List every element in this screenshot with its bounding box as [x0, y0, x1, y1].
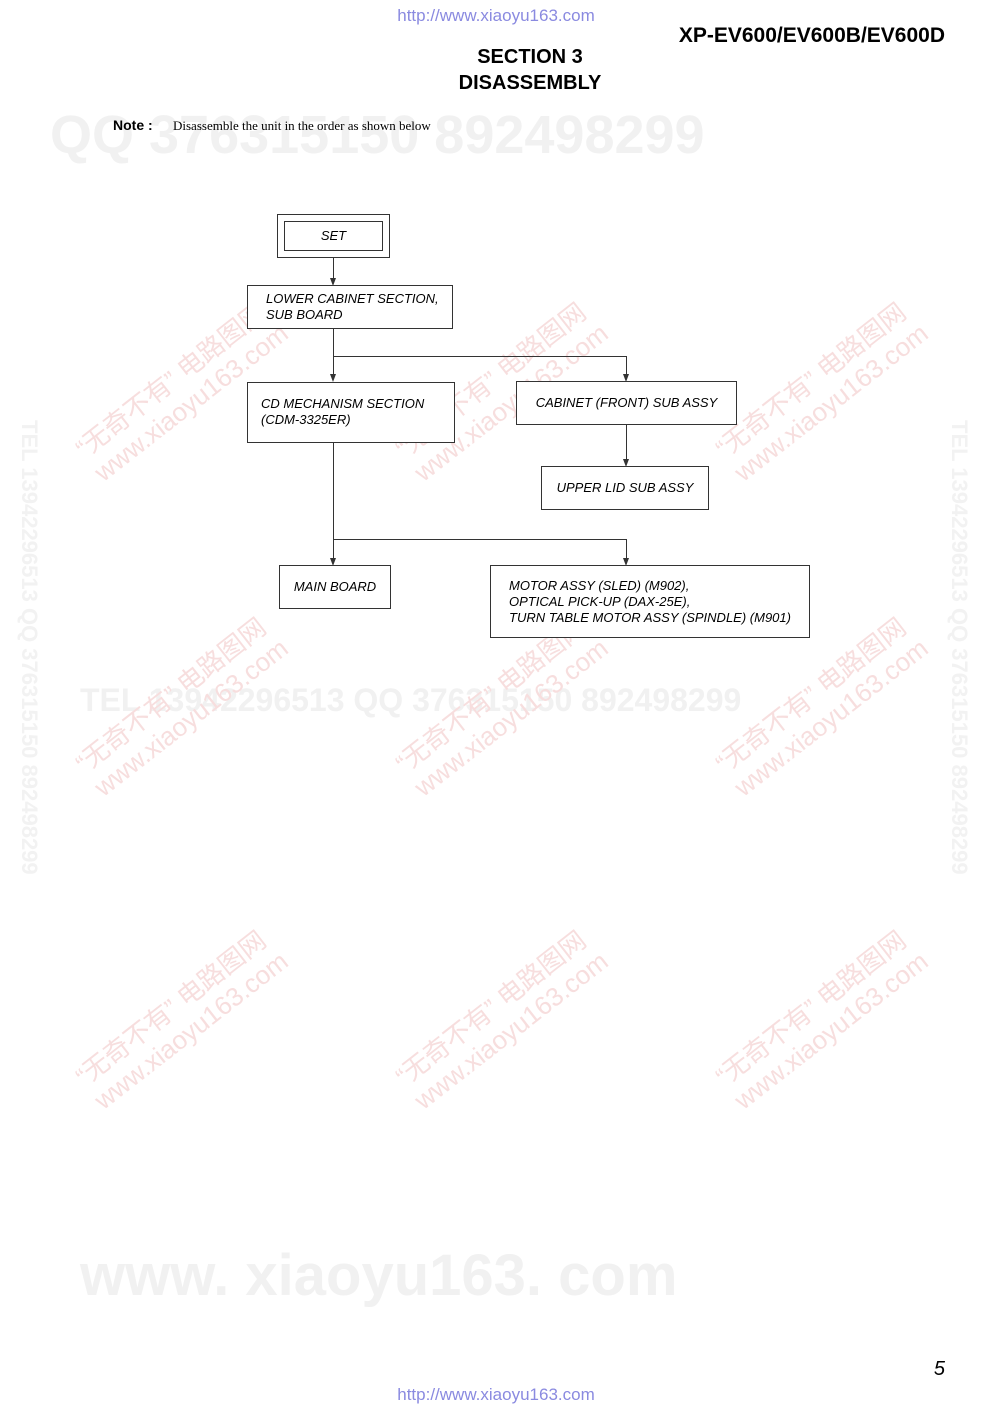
- flow-label-main-board: MAIN BOARD: [293, 579, 377, 594]
- arrow-down-icon: [330, 558, 336, 566]
- flow-label-lower-cabinet-2: SUB BOARD: [266, 307, 343, 322]
- watermark-tel: TEL 13942296513 QQ 376315150 892498299: [80, 682, 742, 718]
- url-top[interactable]: http://www.xiaoyu163.com: [397, 6, 595, 25]
- flow-label-cd-mechanism-1: CD MECHANISM SECTION: [261, 396, 425, 411]
- flow-box-lower-cabinet: LOWER CABINET SECTION, SUB BOARD: [247, 285, 453, 329]
- connector-line: [626, 425, 627, 459]
- arrow-down-icon: [623, 374, 629, 382]
- flow-box-cd-mechanism: CD MECHANISM SECTION (CDM-3325ER): [247, 382, 455, 443]
- connector-line: [626, 539, 627, 558]
- flow-label-cd-mechanism-2: (CDM-3325ER): [261, 412, 351, 427]
- flow-label-motor-assy-1: MOTOR ASSY (SLED) (M902),: [509, 577, 690, 593]
- section-number: SECTION 3: [477, 46, 583, 68]
- watermark-side-right: TEL 13942296513 QQ 376315150 892498299: [947, 420, 972, 875]
- connector-line: [333, 539, 627, 540]
- flow-box-cabinet-front: CABINET (FRONT) SUB ASSY: [516, 381, 737, 425]
- watermark-side-left: TEL 13942296513 QQ 376315150 892498299: [17, 420, 42, 875]
- flow-box-motor-assy: MOTOR ASSY (SLED) (M902), OPTICAL PICK-U…: [490, 565, 810, 638]
- page-number: 5: [933, 1358, 945, 1380]
- watermark-qq: QQ 376315150 892498299: [50, 105, 705, 165]
- connector-line: [333, 258, 334, 278]
- connector-line: [333, 356, 627, 357]
- flow-label-set: SET: [320, 228, 347, 243]
- flow-label-motor-assy-2: OPTICAL PICK-UP (DAX-25E),: [509, 593, 691, 609]
- flow-label-upper-lid: UPPER LID SUB ASSY: [556, 480, 694, 495]
- watermark-bottom: www. xiaoyu163. com: [80, 1243, 678, 1308]
- connector-line: [626, 356, 627, 374]
- flow-box-main-board: MAIN BOARD: [279, 565, 391, 609]
- flow-box-upper-lid: UPPER LID SUB ASSY: [541, 466, 709, 510]
- flow-box-set: SET: [277, 214, 390, 258]
- flow-label-motor-assy-3: TURN TABLE MOTOR ASSY (SPINDLE) (M901): [509, 609, 791, 625]
- arrow-down-icon: [330, 374, 336, 382]
- flow-label-cabinet-front: CABINET (FRONT) SUB ASSY: [535, 395, 718, 410]
- page-title: DISASSEMBLY: [458, 72, 602, 94]
- arrow-down-icon: [330, 278, 336, 286]
- connector-line: [333, 443, 334, 558]
- flow-label-lower-cabinet-1: LOWER CABINET SECTION,: [266, 291, 439, 306]
- arrow-down-icon: [623, 459, 629, 467]
- connector-line: [333, 329, 334, 375]
- url-bottom[interactable]: http://www.xiaoyu163.com: [397, 1385, 595, 1404]
- note-text: Disassemble the unit in the order as sho…: [173, 118, 431, 133]
- note-label: Note :: [113, 117, 153, 133]
- model-number: XP-EV600/EV600B/EV600D: [678, 24, 945, 47]
- arrow-down-icon: [623, 558, 629, 566]
